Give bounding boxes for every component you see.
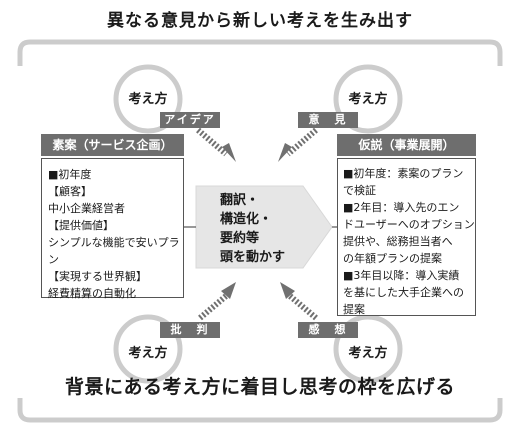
right-box-line: ■初年度：素案のプラン	[343, 167, 464, 180]
tag-opinion: 意 見	[298, 112, 358, 128]
tag-impression: 感 想	[298, 322, 358, 338]
left-box-line: シンプルな機能で安いプラ	[48, 236, 180, 249]
left-box-line: ン	[48, 253, 59, 266]
left-box-line: 中小企業経営者	[48, 202, 125, 215]
left-box-line: ■初年度	[48, 168, 92, 181]
diagram-title: 異なる意見から新しい考えを生み出す	[107, 11, 413, 31]
left-box: ■初年度 【顧客】 中小企業経営者 【提供価値】 シンプルな機能で安いプラ ン …	[41, 158, 184, 300]
left-box-line: 【実現する世界観】	[48, 270, 147, 283]
left-box-line: 【提供価値】	[48, 219, 114, 232]
right-box-line: ■3年目以降：導入実績	[343, 269, 460, 282]
central-arrow	[195, 185, 333, 269]
center-line: 構造化・	[220, 212, 273, 227]
bubble-top-right-label: 考え方	[348, 92, 388, 107]
right-box-line: 提案	[343, 303, 365, 316]
center-text: 翻訳・ 構造化・ 要約等 頭を動かす	[220, 191, 285, 267]
bubble-bottom-right-label: 考え方	[348, 346, 388, 361]
right-box-line: 提供や、総務担当者へ	[343, 235, 453, 248]
bubble-bottom-left-label: 考え方	[128, 346, 168, 361]
right-box: ■初年度：素案のプラン で検証 ■2年目：導入先のエン ドユーザーへのオプション…	[337, 158, 476, 316]
left-box-line: 経費精算の自動化	[48, 287, 136, 300]
right-box-heading: 仮説（事業展開）	[337, 134, 476, 156]
center-line: 翻訳・	[220, 193, 260, 208]
dotted-arrows	[196, 127, 318, 321]
left-box-line: 【顧客】	[48, 185, 92, 198]
tag-idea: アイデア	[160, 112, 220, 128]
right-box-line: を基にした大手企業への	[343, 286, 464, 299]
right-box-line: で検証	[343, 184, 376, 197]
bubble-top-left-label: 考え方	[128, 92, 168, 107]
right-box-line: ドユーザーへのオプション	[343, 218, 475, 231]
right-box-line: ■2年目：導入先のエン	[343, 201, 460, 214]
frame-bottom-bracket	[17, 398, 503, 423]
center-line: 頭を動かす	[220, 250, 286, 265]
right-box-line: の年額プランの提案	[343, 252, 442, 265]
tag-criticism: 批 判	[160, 322, 220, 338]
bottom-title: 背景にある考え方に着目し思考の枠を広げる	[64, 376, 455, 398]
frame-top-bracket	[17, 39, 503, 66]
center-line: 要約等	[220, 231, 260, 246]
left-box-heading: 素案（サービス企画）	[41, 134, 184, 156]
